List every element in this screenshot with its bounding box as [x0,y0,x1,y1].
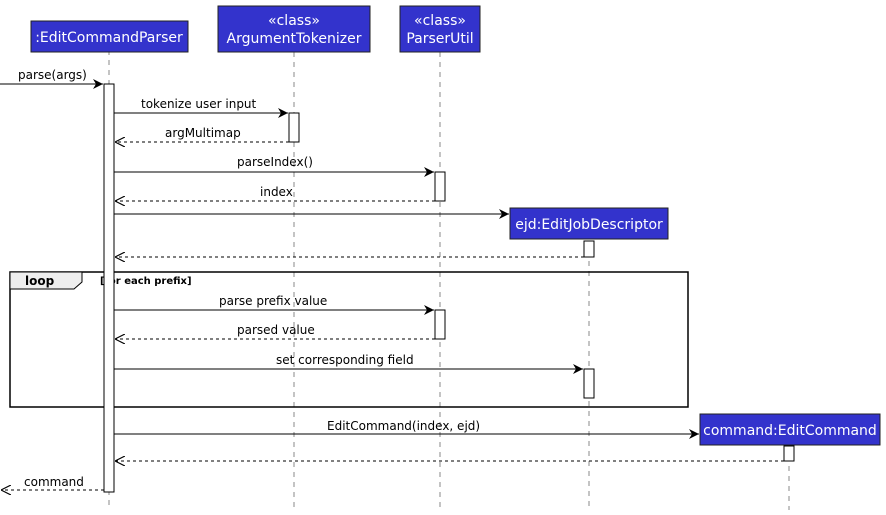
activation-parser-util-1 [434,171,446,202]
message-index-label: index [260,185,293,199]
participant-argument-tokenizer: «class» ArgumentTokenizer [217,5,371,53]
message-parse-index-label: parseIndex() [237,155,313,169]
activation-edit-job-descriptor-2 [583,368,595,399]
activation-bars [103,83,795,493]
participant-name: command:EditCommand [703,423,877,439]
message-edit-command-label: EditCommand(index, ejd) [327,419,480,433]
participant-edit-command-parser: :EditCommandParser [30,20,189,53]
loop-tab [9,271,83,290]
loop-guard: [for each prefix] [100,276,192,287]
lifelines [108,50,790,510]
activation-argument-tokenizer [288,112,300,143]
participant-edit-job-descriptor: ejd:EditJobDescriptor [509,207,669,240]
message-command-label: command [24,475,84,489]
participant-stereotype: «class» [268,13,320,29]
participant-edit-command: command:EditCommand [699,413,881,446]
participant-box [509,207,669,240]
activation-edit-command [783,445,795,462]
loop-fragment: loop [for each prefix] [9,271,689,408]
message-parse-label: parse(args) [18,68,87,82]
activation-edit-job-descriptor-1 [583,240,595,258]
message-parsed-value-label: parsed value [237,323,315,337]
participant-stereotype: «class» [414,13,466,29]
participant-parser-util: «class» ParserUtil [399,5,481,53]
message-set-field-label: set corresponding field [276,353,414,367]
message-tokenize-label: tokenize user input [141,97,257,111]
participant-name: ejd:EditJobDescriptor [515,217,663,233]
participant-box [699,413,881,446]
messages [0,79,784,490]
activation-edit-command-parser [103,83,115,493]
loop-label: loop [25,274,55,288]
participant-name: ArgumentTokenizer [227,31,362,47]
activation-parser-util-2 [434,309,446,340]
participant-box [399,5,481,53]
message-arg-multimap-label: argMultimap [165,126,241,140]
participant-box [217,5,371,53]
participant-box [30,20,189,53]
loop-frame [9,271,689,408]
participant-name: :EditCommandParser [35,30,183,46]
message-labels: parse(args) tokenize user input argMulti… [18,68,480,489]
participant-name: ParserUtil [406,31,473,47]
message-parse-prefix-label: parse prefix value [219,294,327,308]
